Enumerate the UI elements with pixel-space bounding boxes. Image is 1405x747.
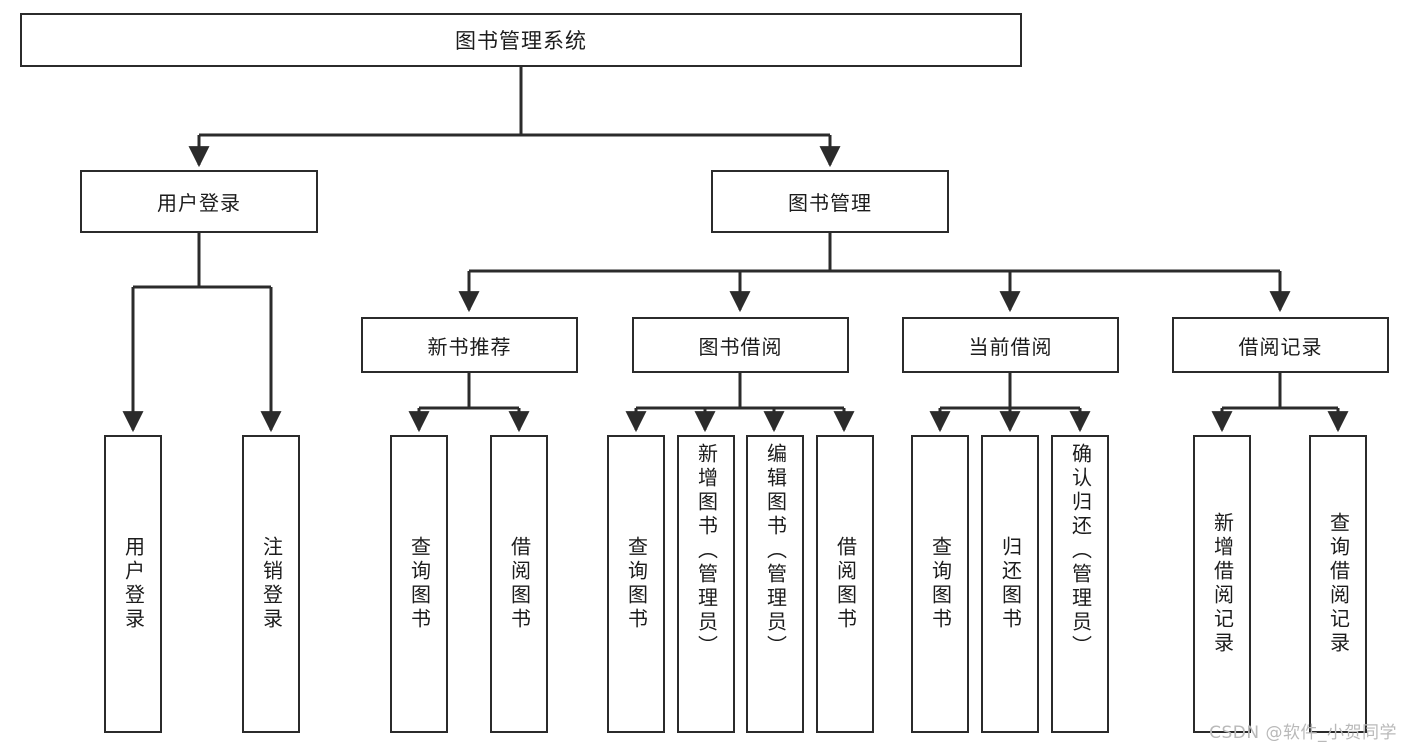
leaf-book-borrow-add[interactable]: 新增图书（管理员） [677,435,735,733]
leaf-current-borrow-return[interactable]: 归还图书 [981,435,1039,733]
node-book-borrow[interactable]: 图书借阅 [632,317,849,373]
node-borrow-record[interactable]: 借阅记录 [1172,317,1389,373]
node-user-login-label: 用户登录 [157,191,241,215]
node-root-label: 图书管理系统 [455,29,587,53]
leaf-user-login-logout[interactable]: 注销登录 [242,435,300,733]
leaf-book-borrow-query-label: 查询图书 [624,536,649,632]
leaf-borrow-record-query-label: 查询借阅记录 [1326,512,1351,656]
node-current-borrow-label: 当前借阅 [968,334,1053,359]
node-borrow-record-label: 借阅记录 [1238,334,1323,359]
node-book-borrow-label: 图书借阅 [698,334,783,359]
leaf-current-borrow-query[interactable]: 查询图书 [911,435,969,733]
leaf-user-login-logout-label: 注销登录 [259,536,284,632]
leaf-new-book-borrow-label: 借阅图书 [507,536,532,632]
leaf-user-login-login[interactable]: 用户登录 [104,435,162,733]
leaf-book-borrow-borrow-label: 借阅图书 [833,536,858,632]
node-current-borrow[interactable]: 当前借阅 [902,317,1119,373]
node-new-book-recommend-label: 新书推荐 [427,334,512,359]
leaf-current-borrow-return-label: 归还图书 [998,536,1023,632]
leaf-new-book-query[interactable]: 查询图书 [390,435,448,733]
node-user-login[interactable]: 用户登录 [80,170,318,233]
leaf-new-book-query-label: 查询图书 [407,536,432,632]
leaf-current-borrow-confirm-return-label: 确认归还（管理员） [1068,443,1093,659]
node-book-management[interactable]: 图书管理 [711,170,949,233]
leaf-borrow-record-add-label: 新增借阅记录 [1210,512,1235,656]
node-root[interactable]: 图书管理系统 [20,13,1022,67]
leaf-borrow-record-query[interactable]: 查询借阅记录 [1309,435,1367,733]
csdn-watermark: CSDN @软件_小贺同学 [1209,723,1397,743]
leaf-book-borrow-edit-label: 编辑图书（管理员） [763,443,788,659]
leaf-current-borrow-confirm-return[interactable]: 确认归还（管理员） [1051,435,1109,733]
leaf-borrow-record-add[interactable]: 新增借阅记录 [1193,435,1251,733]
node-book-management-label: 图书管理 [788,191,872,215]
leaf-book-borrow-edit[interactable]: 编辑图书（管理员） [746,435,804,733]
node-new-book-recommend[interactable]: 新书推荐 [361,317,578,373]
leaf-book-borrow-query[interactable]: 查询图书 [607,435,665,733]
leaf-user-login-login-label: 用户登录 [121,536,146,632]
leaf-book-borrow-borrow[interactable]: 借阅图书 [816,435,874,733]
leaf-current-borrow-query-label: 查询图书 [928,536,953,632]
leaf-book-borrow-add-label: 新增图书（管理员） [694,443,719,659]
leaf-new-book-borrow[interactable]: 借阅图书 [490,435,548,733]
